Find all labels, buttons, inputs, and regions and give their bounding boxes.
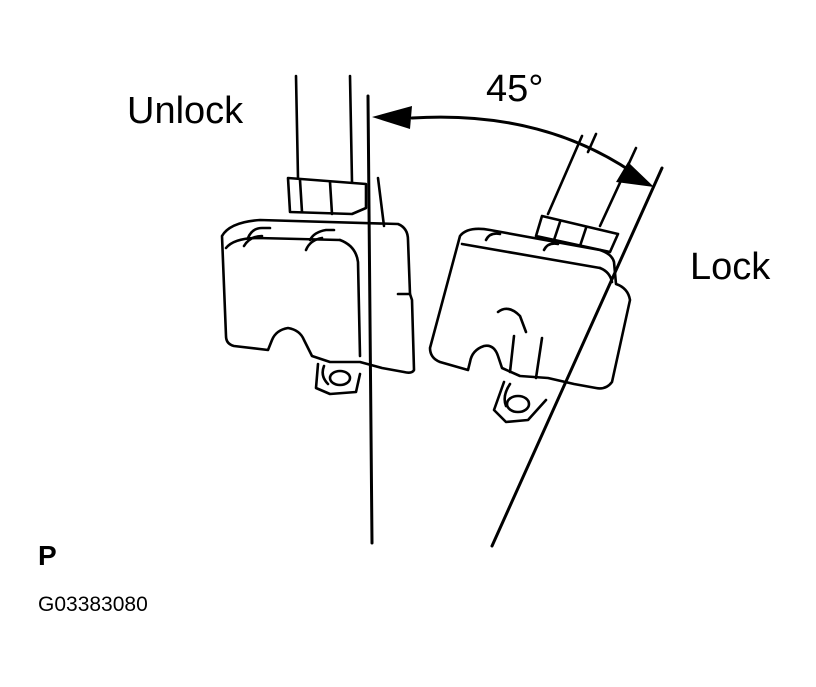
lock-reference-line (490, 166, 664, 548)
unlock-label: Unlock (127, 90, 244, 132)
lock-label: Lock (690, 246, 771, 288)
angle-arc (410, 115, 634, 174)
unlock-reference-line (366, 94, 374, 545)
figure-code-label: G03383080 (38, 593, 148, 616)
angle-label: 45° (486, 68, 544, 110)
arrowhead-left-icon (372, 106, 412, 129)
component-unlock-position (220, 74, 416, 396)
component-lock-position (428, 132, 638, 424)
view-marker-label: P (38, 540, 57, 571)
